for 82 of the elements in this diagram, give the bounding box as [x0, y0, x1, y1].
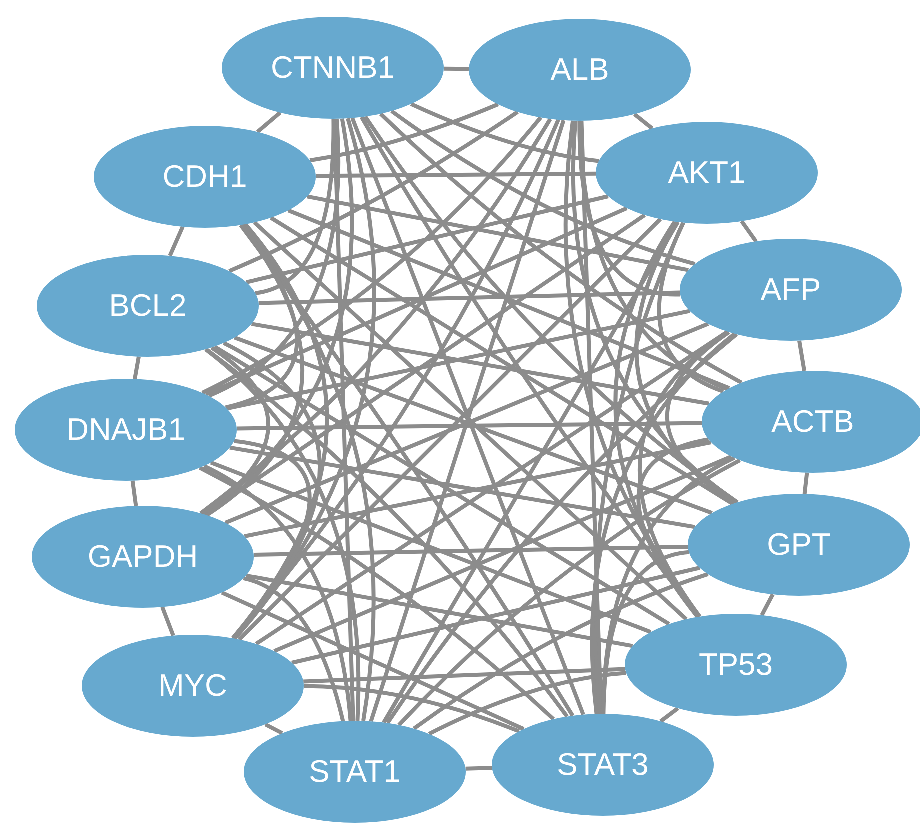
interaction-line — [270, 216, 734, 506]
interaction-line — [255, 118, 336, 296]
protein-label: DNAJB1 — [66, 412, 186, 448]
interaction-line — [160, 606, 176, 637]
interaction-line — [466, 766, 492, 771]
interaction-line — [168, 226, 185, 257]
interaction-line — [199, 466, 556, 721]
protein-label: BCL2 — [109, 288, 187, 324]
interaction-line — [274, 454, 732, 654]
interaction-line — [133, 356, 141, 380]
protein-label: STAT3 — [557, 747, 649, 783]
protein-label: ALB — [550, 52, 610, 88]
protein-label: MYC — [158, 668, 228, 704]
interaction-line — [350, 117, 586, 716]
interaction-line — [413, 572, 709, 730]
interaction-line — [390, 110, 696, 266]
interaction-line — [760, 594, 775, 616]
protein-label: CDH1 — [162, 159, 248, 195]
protein-label: TP53 — [698, 647, 774, 683]
interaction-line — [228, 110, 519, 274]
interaction-line — [254, 545, 688, 557]
interaction-line — [230, 446, 696, 530]
protein-label: AFP — [760, 272, 822, 308]
interaction-line — [208, 118, 340, 398]
interaction-line — [665, 330, 736, 506]
interaction-line — [578, 120, 681, 297]
interaction-line — [572, 120, 738, 504]
interaction-line — [660, 706, 680, 724]
interaction-line — [802, 472, 810, 494]
interaction-line — [288, 208, 730, 390]
interaction-line — [204, 214, 646, 516]
protein-label: GPT — [767, 527, 831, 563]
interaction-line — [382, 221, 680, 724]
interaction-line — [580, 120, 604, 714]
interaction-line — [386, 332, 738, 724]
interaction-line — [246, 574, 634, 648]
interaction-line — [204, 348, 361, 722]
interaction-line — [246, 194, 609, 284]
protein-label: GAPDH — [88, 539, 198, 575]
interaction-line — [130, 480, 138, 506]
interaction-line — [410, 102, 600, 164]
interaction-line — [251, 322, 710, 406]
interaction-line — [243, 576, 346, 722]
interaction-line — [239, 224, 575, 717]
protein-label: STAT1 — [309, 754, 401, 790]
interaction-line — [258, 290, 680, 306]
interaction-line — [636, 438, 710, 618]
interaction-line — [202, 346, 270, 516]
interaction-line — [264, 722, 284, 736]
interaction-line — [444, 66, 470, 72]
interaction-line — [304, 667, 626, 684]
interaction-line — [292, 566, 700, 665]
interaction-line — [255, 330, 729, 646]
interaction-line — [798, 340, 806, 372]
interaction-line — [200, 118, 552, 516]
interaction-line — [256, 111, 282, 134]
interaction-line — [633, 112, 654, 130]
interaction-line — [210, 460, 652, 634]
interaction-line — [740, 220, 758, 243]
interaction-line — [316, 172, 596, 178]
interaction-line — [304, 684, 520, 734]
interaction-line — [231, 223, 329, 640]
interaction-line — [590, 332, 736, 714]
interaction-line — [202, 116, 542, 395]
interaction-line — [307, 194, 689, 272]
interaction-line — [226, 309, 691, 411]
interaction-line — [236, 421, 702, 431]
protein-label: ACTB — [772, 404, 854, 440]
interaction-line — [593, 222, 686, 714]
protein-label: CTNNB1 — [270, 50, 395, 86]
interaction-line — [214, 345, 670, 626]
interaction-line — [205, 206, 628, 396]
interaction-line — [658, 222, 724, 394]
interaction-line — [310, 102, 500, 163]
interaction-line — [244, 440, 712, 538]
interaction-line — [203, 464, 353, 722]
interaction-line — [398, 458, 742, 727]
interaction-line — [369, 120, 566, 722]
protein-label: AKT1 — [668, 155, 746, 191]
interaction-line — [428, 671, 627, 736]
interaction-line — [379, 112, 743, 385]
interaction-line — [364, 116, 739, 504]
